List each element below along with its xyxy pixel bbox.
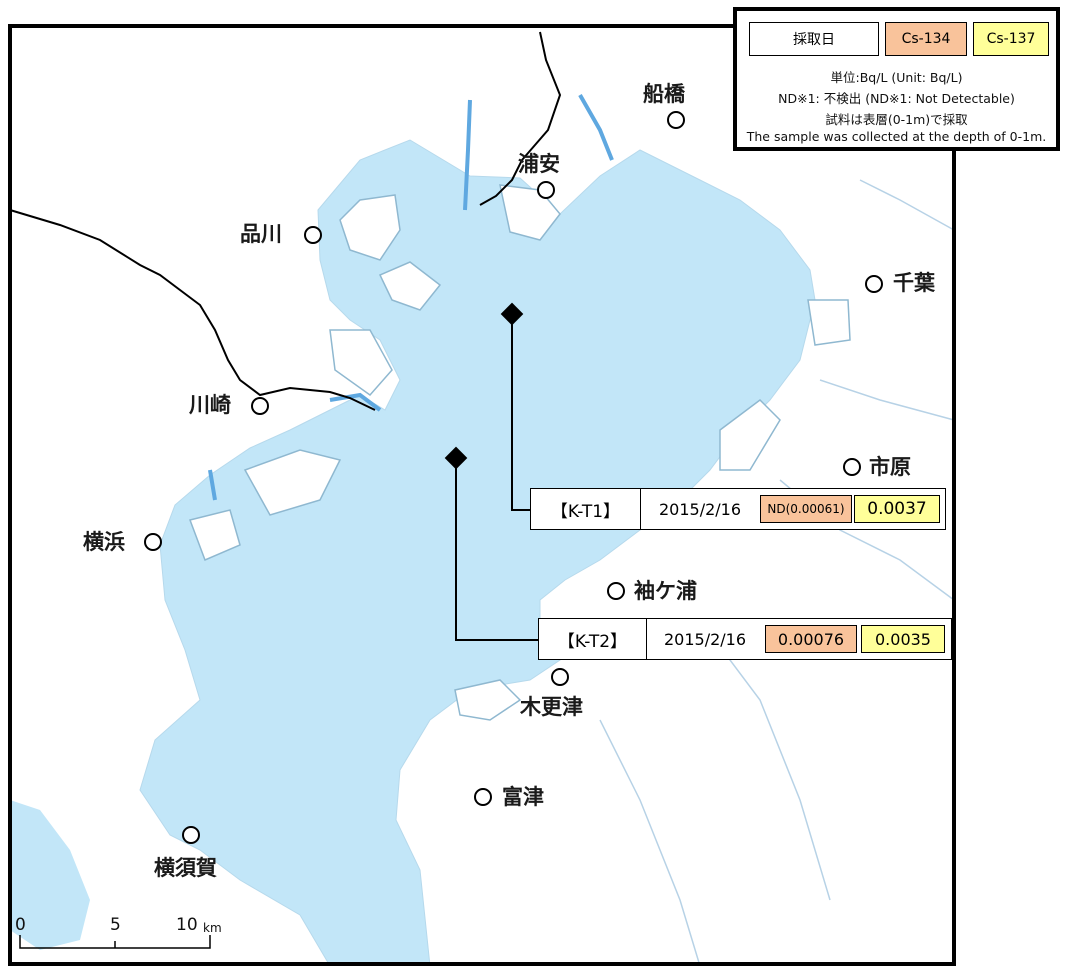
marker-kisarazu — [551, 668, 569, 686]
sample-box-k-t2: 【K-T2】 2015/2/16 0.00076 0.0035 — [538, 618, 952, 660]
legend-nd-note: ND※1: 不検出 (ND※1: Not Detectable) — [778, 91, 1015, 106]
label-sodegaura: 袖ケ浦 — [634, 579, 697, 603]
marker-kawasaki — [251, 397, 269, 415]
legend-date-header: 採取日 — [749, 22, 879, 56]
marker-futtsu — [474, 788, 492, 806]
sample-id: 【K-T2】 — [539, 619, 647, 659]
sample-point-k-t1 — [500, 302, 524, 326]
scale-five: 5 — [110, 915, 121, 935]
legend-depth-ja: 試料は表層(0-1m)で採取 — [825, 112, 968, 127]
scale-ten: 10 — [176, 915, 198, 935]
legend-box: 採取日 Cs-134 Cs-137 単位:Bq/L (Unit: Bq/L) N… — [733, 7, 1060, 151]
sample-id: 【K-T1】 — [531, 489, 641, 529]
sample-point-k-t2 — [444, 446, 468, 470]
marker-yokosuka — [182, 826, 200, 844]
cs137-value: 0.0037 — [854, 495, 940, 523]
marker-urayasu — [537, 181, 555, 199]
label-shinagawa: 品川 — [240, 222, 282, 246]
label-ichihara: 市原 — [869, 455, 911, 479]
marker-yokohama — [144, 533, 162, 551]
sample-box-k-t1: 【K-T1】 2015/2/16 ND(0.00061) 0.0037 — [530, 488, 946, 530]
tokyo-bay-water — [139, 139, 816, 966]
marker-ichihara — [843, 458, 861, 476]
map-frame — [8, 24, 956, 966]
legend-cs134-header: Cs-134 — [885, 22, 967, 56]
marker-chiba — [865, 275, 883, 293]
label-funabashi: 船橋 — [643, 82, 685, 106]
label-kisarazu: 木更津 — [520, 695, 583, 719]
cs134-value: ND(0.00061) — [760, 495, 852, 523]
cs137-value: 0.0035 — [861, 625, 945, 653]
legend-depth-en: The sample was collected at the depth of… — [746, 129, 1047, 144]
legend-unit: 単位:Bq/L (Unit: Bq/L) — [830, 70, 963, 85]
marker-shinagawa — [304, 226, 322, 244]
label-yokohama: 横浜 — [83, 530, 125, 554]
label-chiba: 千葉 — [893, 271, 935, 295]
marker-funabashi — [667, 111, 685, 129]
legend-cs137-header: Cs-137 — [973, 22, 1049, 56]
label-kawasaki: 川崎 — [189, 393, 231, 417]
sample-date: 2015/2/16 — [658, 499, 742, 519]
cs134-value: 0.00076 — [765, 625, 857, 653]
scale-unit: km — [203, 921, 222, 935]
label-futtsu: 富津 — [502, 785, 544, 809]
marker-sodegaura — [607, 582, 625, 600]
label-urayasu: 浦安 — [518, 152, 560, 176]
scale-zero: 0 — [15, 915, 26, 935]
label-yokosuka: 横須賀 — [154, 856, 217, 880]
sample-date: 2015/2/16 — [663, 629, 747, 649]
